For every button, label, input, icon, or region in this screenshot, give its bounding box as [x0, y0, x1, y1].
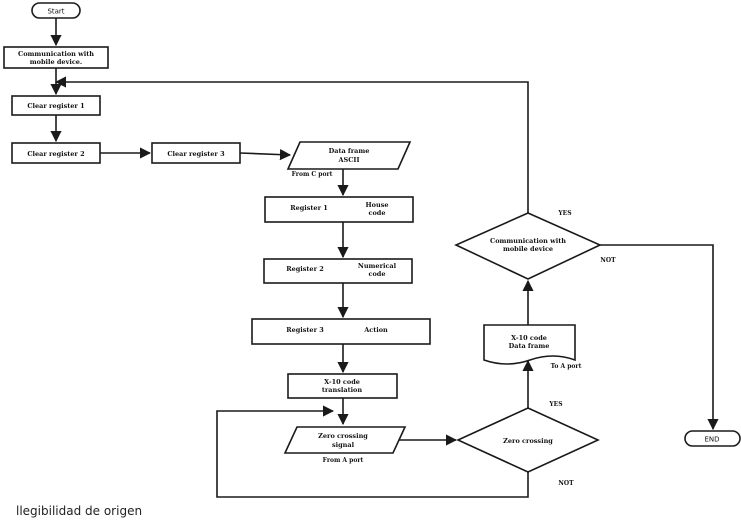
clear-register-2-box [11, 142, 101, 164]
communication-line1: Communication with [18, 50, 94, 58]
register-3-label: Register 3 [286, 326, 324, 334]
clear-register-1-box [11, 95, 101, 116]
house-code-line2: code [369, 209, 386, 217]
zero-yes-label: YES [548, 401, 562, 408]
communication-decision-line2: mobile device [503, 245, 553, 253]
zero-not-label: NOT [558, 480, 574, 487]
clear-register-3-process: Clear register 3 [151, 142, 241, 164]
action-label: Action [363, 326, 388, 334]
numerical-code-line2: code [369, 270, 386, 278]
communication-diamond [454, 212, 602, 280]
x10-translation-box [287, 373, 398, 399]
clear-register-3-box [151, 142, 241, 164]
clear-register-1-process: Clear register 1 [11, 95, 101, 116]
connectors [50, 18, 719, 498]
arrow-zero-not-loop [216, 405, 529, 498]
register-1-box [264, 196, 414, 223]
clear-register-3-label: Clear register 3 [167, 150, 225, 158]
x10-translation-process: X-10 code translation [287, 373, 398, 399]
register-1-process: Register 1 House code [264, 196, 414, 223]
start-terminal: Start [31, 2, 81, 19]
communication-decision: Communication with mobile device [454, 212, 602, 280]
house-code-line1: House [366, 201, 389, 209]
zero-crossing-diamond [456, 407, 600, 473]
zero-crossing-signal-io: Zero crossing signal [283, 426, 407, 454]
clear-register-1-label: Clear register 1 [27, 102, 84, 110]
from-a-port-label: From A port [323, 457, 364, 464]
end-terminal: END [684, 430, 741, 447]
communication-process: Communication with mobile device. [3, 46, 109, 69]
comm-not-label: NOT [600, 257, 616, 264]
communication-decision-line1: Communication with [490, 237, 566, 245]
x10-translation-line2: translation [322, 386, 363, 394]
comm-yes-label: YES [557, 210, 571, 217]
from-c-port-label: From C port [292, 171, 333, 178]
x10-data-frame-document: X-10 code Data frame [483, 324, 576, 365]
start-label: Start [47, 8, 64, 16]
x10-translation-line1: X-10 code [324, 378, 360, 386]
arrow-comm-not-to-end [600, 244, 719, 431]
to-a-port-label: To A port [551, 363, 582, 370]
communication-line2: mobile device. [30, 58, 82, 66]
numerical-code-line1: Numerical [358, 262, 397, 270]
data-frame-ascii-shape [286, 141, 412, 170]
caption: llegibilidad de origen [16, 504, 143, 518]
register-1-label: Register 1 [290, 204, 328, 212]
zero-crossing-decision-label: Zero crossing [503, 437, 553, 445]
register-3-box [251, 318, 431, 345]
data-frame-ascii-line2: ASCII [338, 156, 360, 164]
data-frame-ascii-io: Data frame ASCII [286, 141, 412, 170]
clear-register-2-process: Clear register 2 [11, 142, 101, 164]
register-2-box [263, 258, 413, 284]
communication-box [3, 46, 109, 69]
start-shape [31, 2, 81, 19]
end-label: END [704, 436, 719, 444]
x10-data-frame-line1: X-10 code [511, 334, 547, 342]
arrow-comm-yes-loop [54, 76, 529, 213]
register-2-process: Register 2 Numerical code [263, 258, 413, 284]
data-frame-ascii-line1: Data frame [329, 147, 370, 155]
end-shape [684, 430, 741, 447]
zero-crossing-decision: Zero crossing [456, 407, 600, 473]
register-3-process: Register 3 Action [251, 318, 431, 345]
arrow-clear3-to-dataframe [239, 149, 292, 161]
clear-register-2-label: Clear register 2 [27, 150, 84, 158]
zero-crossing-signal-shape [283, 426, 407, 454]
zero-crossing-signal-line1: Zero crossing [318, 432, 368, 440]
zero-crossing-signal-line2: signal [332, 441, 355, 449]
x10-data-frame-shape [483, 324, 576, 365]
register-2-label: Register 2 [286, 265, 324, 273]
x10-data-frame-line2: Data frame [509, 342, 550, 350]
